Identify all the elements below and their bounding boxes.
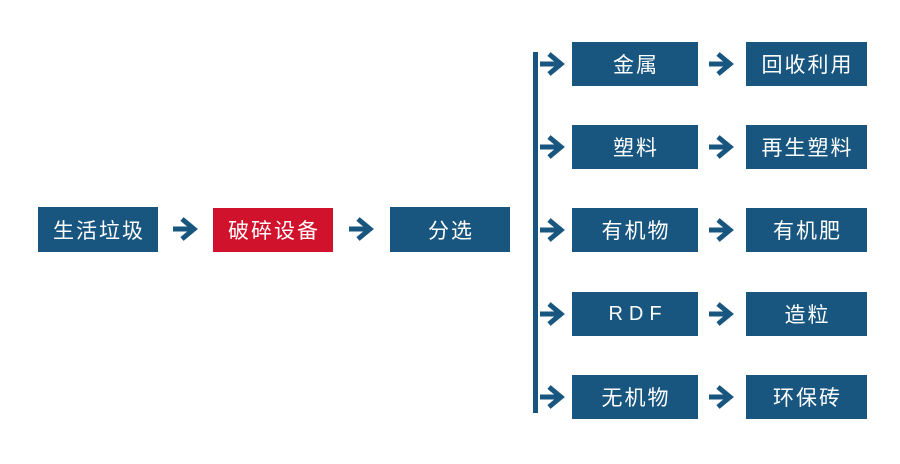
- node-recycling-label: 回收利用: [761, 54, 854, 77]
- node-plastic-label: 塑料: [613, 137, 659, 160]
- node-metal-label: 金属: [613, 54, 659, 77]
- node-rdf-label: RDF: [608, 302, 668, 325]
- node-organic-matter-label: 有机物: [601, 220, 671, 243]
- branch-connector-line: [533, 52, 538, 413]
- node-granulation-label: 造粒: [784, 304, 831, 327]
- node-inorganic-matter-label: 无机物: [601, 387, 671, 410]
- arrow-right-icon: [537, 300, 569, 328]
- node-household-waste: 生活垃圾: [38, 207, 158, 252]
- node-rdf: RDF: [572, 292, 698, 336]
- node-plastic: 塑料: [572, 125, 698, 169]
- node-household-waste-label: 生活垃圾: [53, 219, 145, 243]
- arrow-right-icon: [537, 383, 569, 411]
- node-inorganic-matter: 无机物: [572, 375, 698, 419]
- node-metal: 金属: [572, 42, 698, 86]
- node-recycling: 回收利用: [746, 42, 867, 86]
- node-eco-brick: 环保砖: [746, 375, 867, 419]
- arrow-right-icon: [706, 300, 738, 328]
- node-recycled-plastic-label: 再生塑料: [761, 137, 854, 160]
- arrow-right-icon: [537, 133, 569, 161]
- node-sorting: 分选: [390, 207, 510, 252]
- node-crushing-equipment-label: 破碎设备: [228, 220, 320, 243]
- node-sorting-label: 分选: [428, 219, 474, 243]
- node-organic-matter: 有机物: [572, 208, 698, 252]
- arrow-right-icon: [537, 216, 569, 244]
- arrow-right-icon: [346, 215, 378, 243]
- arrow-right-icon: [170, 215, 202, 243]
- arrow-right-icon: [706, 383, 738, 411]
- arrow-right-icon: [706, 50, 738, 78]
- node-crushing-equipment: 破碎设备: [213, 208, 333, 252]
- node-organic-fertilizer: 有机肥: [746, 208, 867, 252]
- arrow-right-icon: [706, 133, 738, 161]
- arrow-right-icon: [537, 50, 569, 78]
- node-recycled-plastic: 再生塑料: [746, 125, 867, 169]
- node-eco-brick-label: 环保砖: [773, 387, 842, 410]
- node-organic-fertilizer-label: 有机肥: [773, 220, 842, 243]
- arrow-right-icon: [706, 216, 738, 244]
- node-granulation: 造粒: [746, 292, 867, 336]
